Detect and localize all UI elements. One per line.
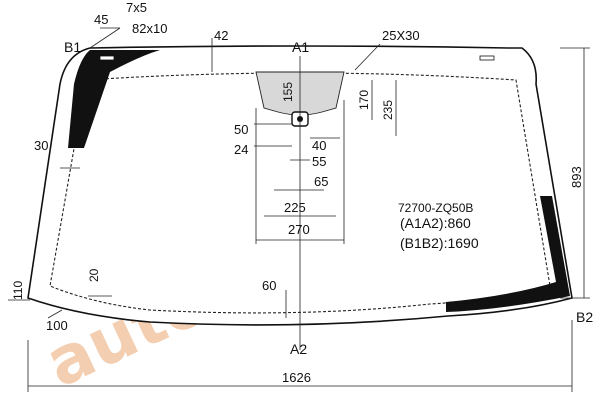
measure-b1b2: (B1B2):1690 — [400, 235, 479, 251]
left-black-band — [68, 50, 160, 148]
label-270: 270 — [288, 222, 310, 237]
marking-25x30 — [479, 55, 495, 61]
label-893: 893 — [569, 166, 584, 188]
label-65: 65 — [314, 174, 328, 189]
label-b2: B2 — [576, 309, 593, 325]
part-number: 72700-ZQ50B — [398, 201, 473, 215]
label-30: 30 — [34, 138, 48, 153]
label-20: 20 — [87, 268, 101, 282]
label-25x30: 25X30 — [382, 28, 420, 43]
label-a1: A1 — [292, 39, 309, 55]
label-55: 55 — [312, 154, 326, 169]
label-60: 60 — [262, 278, 276, 293]
label-50: 50 — [234, 122, 248, 137]
label-45: 45 — [94, 12, 108, 27]
label-170: 170 — [357, 90, 371, 110]
label-100: 100 — [46, 318, 68, 333]
label-b1: B1 — [64, 39, 81, 55]
label-1626: 1626 — [282, 370, 311, 385]
marking-7x5 — [99, 55, 115, 61]
label-24: 24 — [234, 142, 248, 157]
label-110: 110 — [11, 281, 25, 300]
label-82x10: 82x10 — [132, 21, 167, 36]
label-235: 235 — [381, 100, 395, 120]
label-a2: A2 — [290, 341, 307, 357]
label-7x5: 7x5 — [126, 0, 147, 15]
label-155: 155 — [281, 82, 295, 102]
measure-a1a2: (A1A2):860 — [400, 215, 471, 231]
label-40: 40 — [312, 138, 326, 153]
label-42: 42 — [214, 28, 228, 43]
label-225: 225 — [284, 200, 306, 215]
dimension-lines — [8, 27, 590, 392]
dimension-labels: 45 7x5 82x10 42 A1 25X30 B1 155 170 235 … — [11, 0, 593, 385]
